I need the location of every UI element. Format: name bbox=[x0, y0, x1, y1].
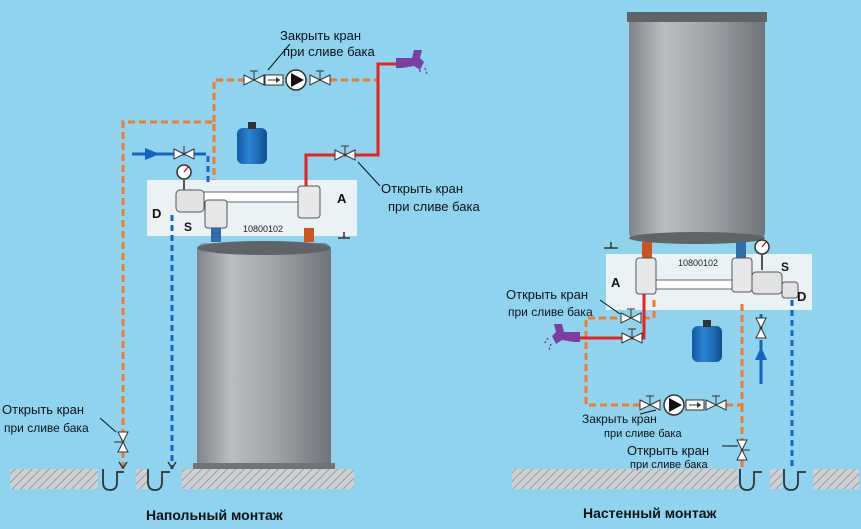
floor-installation: Закрыть кран при сливе бака Открыть кран… bbox=[2, 28, 480, 523]
note-close-line2: при сливе бака bbox=[604, 428, 682, 440]
port-label-s: S bbox=[781, 260, 789, 274]
recirculation-line bbox=[584, 300, 744, 469]
storage-tank bbox=[193, 241, 335, 469]
wall-installation: Открыть кран при сливе бака Закрыть кран… bbox=[506, 12, 859, 521]
check-valve-icon bbox=[685, 399, 705, 411]
module-piping bbox=[175, 185, 350, 242]
valve-icon bbox=[114, 431, 129, 453]
check-valve-icon bbox=[755, 317, 767, 339]
port-label-a: A bbox=[337, 191, 347, 206]
cold-water-line bbox=[759, 300, 794, 469]
floor-segment bbox=[136, 469, 148, 489]
drain-siphon-icon bbox=[102, 469, 170, 491]
check-valve-icon bbox=[264, 74, 284, 86]
expansion-vessel-icon bbox=[692, 320, 722, 362]
note-close-line1: Закрыть кран bbox=[582, 412, 657, 426]
note-open-right-line2: при сливе бака bbox=[388, 199, 480, 214]
annotation-leaders bbox=[99, 43, 381, 433]
valve-icon bbox=[309, 70, 331, 86]
valve-icon bbox=[620, 308, 642, 324]
note-open-right-line1: Открыть кран bbox=[381, 181, 463, 196]
caption-wall: Настенный монтаж bbox=[583, 505, 718, 521]
recirculation-line bbox=[121, 78, 378, 469]
note-close-line2: при сливе бака bbox=[283, 44, 375, 59]
annotation-leaders bbox=[599, 299, 738, 447]
note-open-left-line1: Открыть кран bbox=[2, 402, 84, 417]
caption-floor: Напольный монтаж bbox=[146, 507, 284, 523]
arrow-icon bbox=[118, 461, 177, 470]
floor-segment bbox=[512, 469, 738, 489]
arrow-icon bbox=[145, 148, 160, 160]
valve-icon bbox=[334, 145, 356, 161]
floor-segment bbox=[182, 469, 354, 489]
floor-segment bbox=[813, 469, 859, 489]
port-label-d: D bbox=[152, 206, 161, 221]
pressure-gauge-icon bbox=[754, 239, 770, 270]
note-open-bottom-line2: при сливе бака bbox=[630, 459, 708, 471]
expansion-vessel-icon bbox=[237, 122, 267, 164]
note-open-left-line2: при сливе бака bbox=[508, 305, 593, 319]
faucet-icon bbox=[543, 324, 580, 351]
note-open-left-line2: при сливе бака bbox=[4, 421, 89, 435]
valve-icon bbox=[705, 395, 727, 411]
module-code: 10800102 bbox=[678, 258, 718, 268]
valve-icon bbox=[736, 439, 750, 461]
note-open-bottom-line1: Открыть кран bbox=[627, 443, 709, 458]
pump-icon bbox=[285, 69, 307, 91]
valve-icon bbox=[621, 328, 643, 344]
check-valve-icon bbox=[173, 146, 195, 160]
storage-tank bbox=[627, 12, 767, 244]
floor-segment bbox=[770, 469, 782, 489]
faucet-icon bbox=[396, 50, 428, 75]
arrow-icon bbox=[755, 347, 767, 360]
port-label-d: D bbox=[797, 289, 806, 304]
valve-icon bbox=[639, 395, 661, 411]
hot-water-line bbox=[304, 62, 396, 196]
valve-icon bbox=[243, 70, 265, 86]
hot-water-line bbox=[580, 290, 646, 340]
floor-segment bbox=[10, 469, 98, 489]
module-piping bbox=[604, 242, 799, 299]
note-close-line1: Закрыть кран bbox=[280, 28, 361, 43]
drain-siphon-icon bbox=[739, 469, 806, 491]
module-code: 10800102 bbox=[243, 224, 283, 234]
port-label-s: S bbox=[184, 220, 192, 234]
note-open-left-line1: Открыть кран bbox=[506, 287, 588, 302]
pressure-gauge-icon bbox=[176, 164, 192, 190]
pump-icon bbox=[663, 394, 685, 416]
port-label-a: A bbox=[611, 275, 621, 290]
